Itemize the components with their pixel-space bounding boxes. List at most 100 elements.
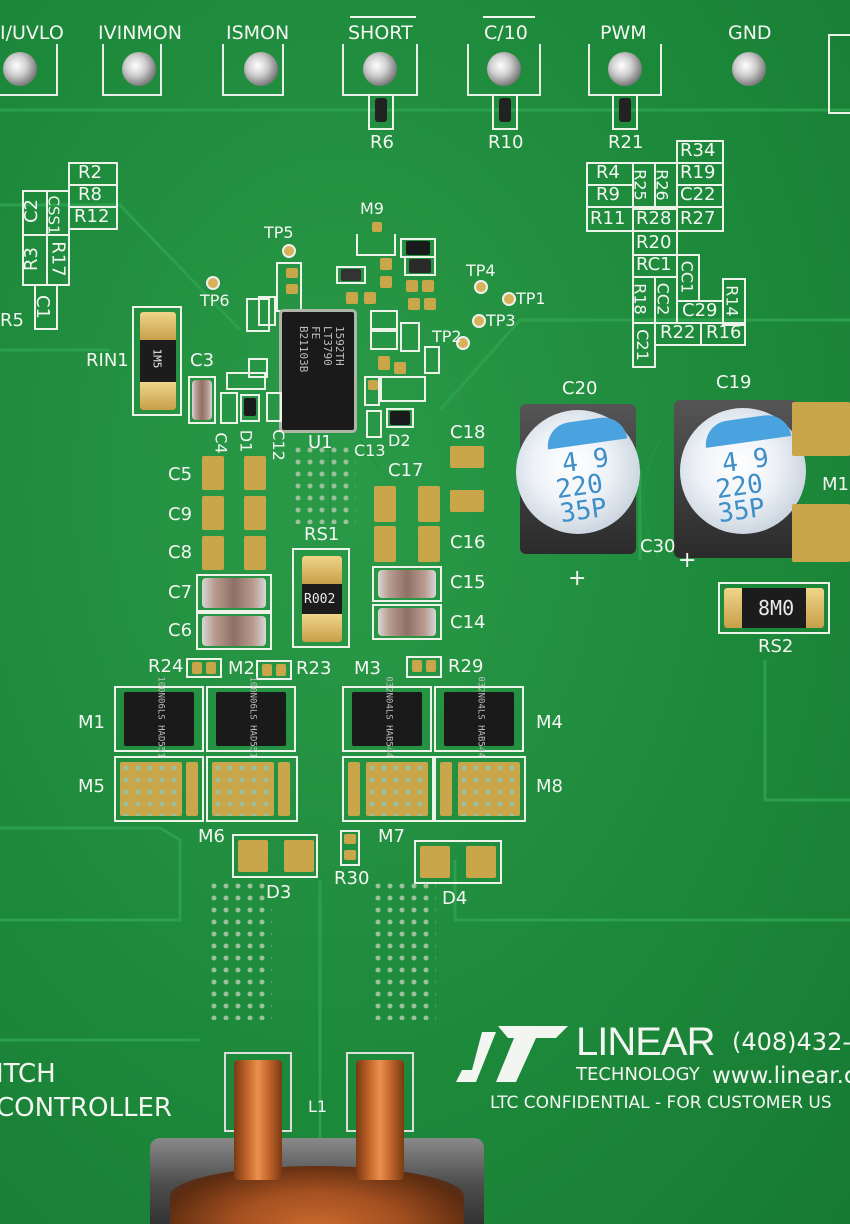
m7-frame	[342, 756, 434, 822]
label-c20: C20	[562, 378, 598, 399]
m1-frame	[114, 686, 204, 752]
m8-pins	[440, 762, 452, 816]
cluster-pad-2	[380, 276, 392, 288]
r23-pad-b	[276, 664, 286, 676]
label-r17: R17	[47, 241, 69, 277]
d4-pad-a	[420, 846, 450, 878]
cluster-pad-7	[408, 298, 420, 310]
c13-frame	[366, 410, 382, 438]
c20-marking-3: 35P	[558, 492, 609, 530]
label-tp5: TP5	[264, 223, 294, 242]
via-field-left	[208, 880, 272, 1020]
r29-frame	[406, 656, 442, 678]
label-d4: D4	[442, 888, 468, 909]
label-tp2: TP2	[432, 327, 462, 346]
rs2-end-right	[806, 588, 824, 628]
m9-frame	[356, 234, 396, 256]
linear-logo-mark-icon	[456, 1026, 568, 1082]
cluster-pad-10	[286, 284, 298, 294]
test-point-tp1[interactable]	[502, 292, 516, 306]
c17-pad-b	[418, 486, 440, 522]
r30-pad-a	[344, 834, 356, 844]
m6-frame	[206, 756, 298, 822]
test-point-c10[interactable]	[487, 52, 521, 86]
test-point-tp5[interactable]	[282, 244, 296, 258]
tp-label-ismon: ISMON	[226, 22, 290, 44]
label-cc1: CC1	[677, 260, 697, 294]
d3-frame	[232, 834, 318, 878]
label-c9: C9	[168, 504, 193, 525]
cell-c1	[34, 284, 58, 330]
label-r30: R30	[334, 868, 370, 889]
r10-body	[499, 98, 511, 122]
cell-r17	[46, 234, 70, 286]
label-d1: D1	[236, 429, 256, 453]
c14-frame	[372, 604, 442, 640]
test-point-pwm[interactable]	[608, 52, 642, 86]
c3-body	[192, 380, 212, 420]
m8-pad	[458, 762, 520, 816]
cluster-frame-11	[380, 376, 426, 402]
label-r21: R21	[608, 132, 644, 153]
label-c3: C3	[190, 350, 215, 371]
l1-terminal-right	[356, 1060, 404, 1180]
r29-pad-a	[412, 660, 422, 672]
m1-marking: 100N06LS HAD551	[156, 676, 166, 757]
label-m4: M4	[536, 712, 563, 733]
c8-pad-a	[202, 536, 224, 570]
label-c16: C16	[450, 532, 486, 553]
tp-frame-edge	[828, 34, 850, 114]
label-m7: M7	[378, 826, 405, 847]
c3-frame	[188, 376, 216, 424]
label-c29: C29	[682, 300, 718, 321]
label-d2: D2	[388, 431, 411, 450]
cluster-frame-6	[258, 296, 276, 326]
c19-marking-3: 35P	[716, 492, 767, 530]
test-point-gnd[interactable]	[732, 52, 766, 86]
label-css1: CSS1	[44, 195, 63, 235]
test-point-tp3[interactable]	[472, 314, 486, 328]
r10-frame	[492, 94, 518, 130]
logo-brand: LINEAR	[576, 1020, 715, 1064]
label-r27: R27	[680, 208, 716, 229]
u1-marking-4: B21103B	[297, 326, 310, 373]
m3-marking-1: 032N04LS	[383, 676, 394, 720]
test-point-tp2[interactable]	[456, 336, 470, 350]
edge-pad-bottom	[792, 504, 850, 562]
label-c22: C22	[680, 184, 716, 205]
u1-marking-3: FE	[309, 326, 322, 340]
test-point-iuvlo[interactable]	[3, 52, 37, 86]
c18-pad-b	[450, 490, 484, 512]
label-m5: M5	[78, 776, 105, 797]
test-point-tp6[interactable]	[206, 276, 220, 290]
label-c12: C12	[268, 429, 288, 461]
label-tp6: TP6	[200, 291, 230, 310]
test-point-ivinmon[interactable]	[122, 52, 156, 86]
c9-pad-b	[244, 496, 266, 530]
m3-package	[352, 692, 422, 746]
c7-body	[202, 578, 266, 608]
label-c5: C5	[168, 464, 193, 485]
test-point-short[interactable]	[363, 52, 397, 86]
r23-pad-a	[262, 664, 272, 676]
test-point-ismon[interactable]	[244, 52, 278, 86]
label-r2: R2	[78, 162, 102, 183]
cluster-pad-3	[406, 280, 418, 292]
tp-label-gnd: GND	[728, 22, 772, 44]
label-rc1: RC1	[636, 254, 672, 275]
label-c2: C2	[21, 198, 43, 224]
r30-frame	[340, 830, 360, 866]
test-point-tp4[interactable]	[474, 280, 488, 294]
contact-phone: (408)432-	[732, 1028, 850, 1056]
rs1-end-bottom	[302, 614, 342, 642]
cell-r27	[676, 206, 724, 232]
d1-frame	[240, 394, 260, 422]
label-r23: R23	[296, 658, 332, 679]
label-rin1: RIN1	[86, 350, 129, 371]
label-c14: C14	[450, 612, 486, 633]
label-r26: R26	[652, 169, 672, 201]
label-l1: L1	[308, 1097, 328, 1116]
cluster-pad-6	[364, 292, 376, 304]
confidential-note: LTC CONFIDENTIAL - FOR CUSTOMER US	[490, 1093, 832, 1113]
c5-pad-b	[244, 456, 266, 490]
